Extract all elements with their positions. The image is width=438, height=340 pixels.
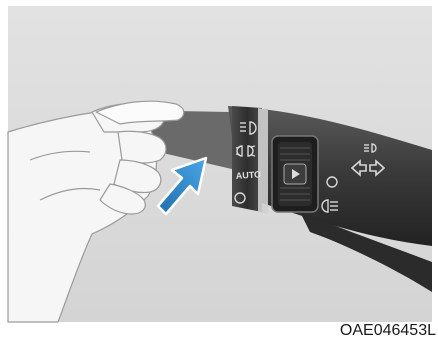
rotary-ring	[232, 106, 262, 212]
auto-label: AUTO	[235, 169, 261, 181]
figure-code: OAE046453L	[340, 322, 436, 340]
